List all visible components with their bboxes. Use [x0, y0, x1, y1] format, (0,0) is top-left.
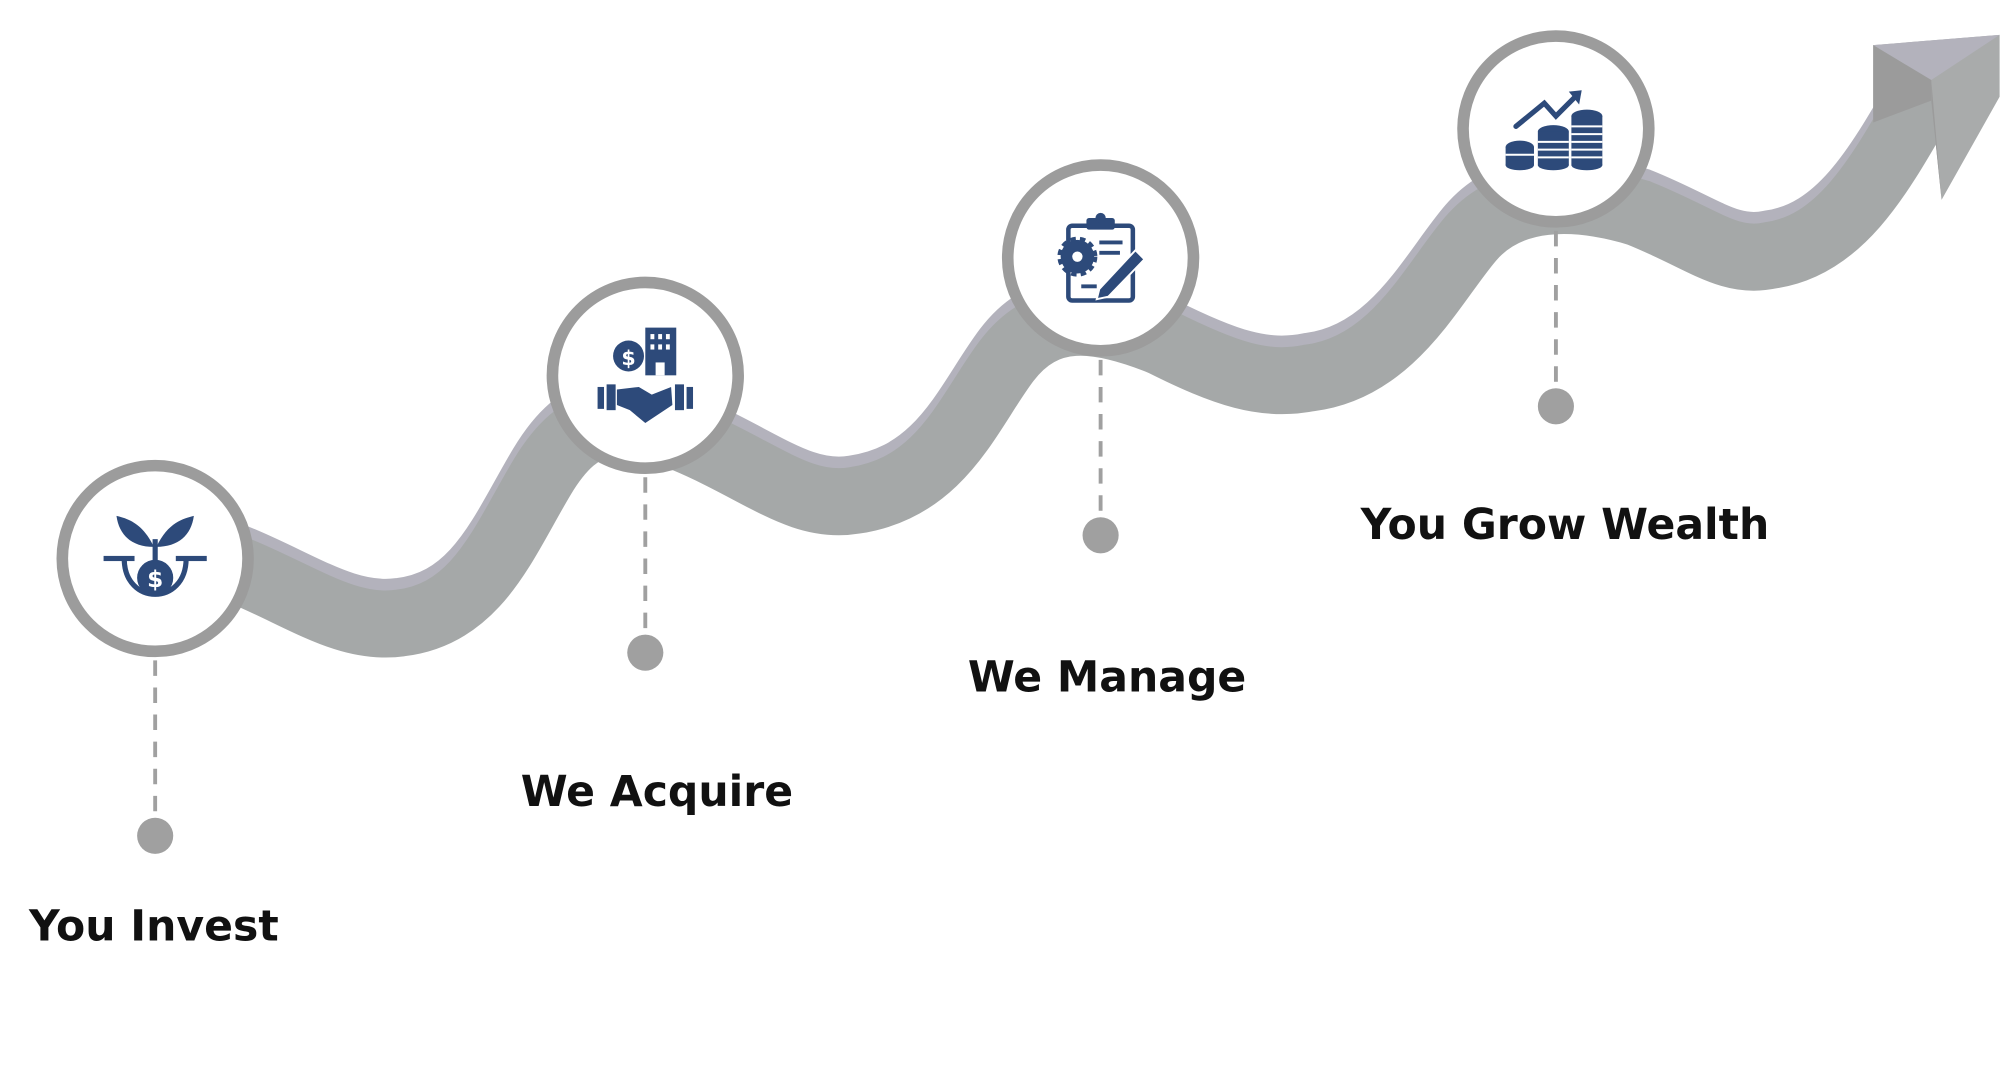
- coins-growth-icon: [1505, 90, 1603, 171]
- arrow-head: [1873, 34, 2000, 200]
- step-label-invest: You Invest: [28, 901, 279, 951]
- step-dot: [627, 634, 664, 671]
- step-dot: [1082, 517, 1119, 554]
- svg-text:$: $: [621, 346, 635, 370]
- step-dot: [1537, 388, 1574, 425]
- step-label-grow-wealth: You Grow Wealth: [1360, 500, 1770, 550]
- step-circle-acquire: [546, 276, 744, 475]
- svg-text:$: $: [147, 566, 163, 593]
- step-label-manage: We Manage: [968, 652, 1246, 702]
- plant-dollar-icon: $: [103, 515, 207, 597]
- step-label-acquire: We Acquire: [521, 767, 793, 817]
- handshake-building-icon: $: [597, 327, 694, 424]
- step-dot: [137, 817, 174, 854]
- step-circle-manage: [1001, 159, 1200, 357]
- clipboard-gear-icon: [1057, 212, 1146, 303]
